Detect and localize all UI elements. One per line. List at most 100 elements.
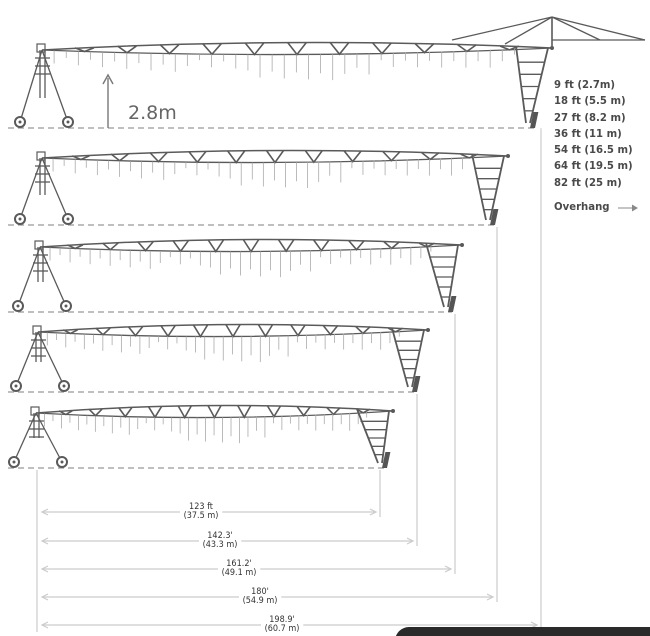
pivot-leg	[17, 246, 41, 307]
overhang-cable	[451, 16, 553, 41]
truss-brace	[329, 42, 350, 56]
pivot-leg	[41, 157, 69, 220]
overhang-label: Overhang	[554, 200, 610, 213]
truss-brace	[265, 150, 285, 164]
truss-brace	[244, 42, 265, 56]
pivot-leg	[19, 157, 43, 220]
end-tower-leg	[356, 408, 379, 464]
truss-brace	[226, 150, 246, 164]
pivot-leg	[19, 49, 43, 123]
truss-brace	[355, 326, 371, 335]
dimension-label: 161.2'(49.1 m)	[217, 559, 260, 578]
pivot-box	[36, 151, 46, 161]
end-tower-leg	[471, 153, 487, 221]
span-end-joint	[460, 243, 464, 247]
dimension-label: 198.9'(60.7 m)	[260, 615, 303, 634]
dimension-ft: 198.9'	[268, 615, 295, 625]
arrow-head-left	[40, 593, 49, 601]
dimension-ft: 123 ft	[189, 502, 213, 512]
dimension-ft: 161.2'	[225, 559, 252, 569]
truss-brace	[460, 153, 479, 159]
wheel-hub	[14, 384, 18, 388]
truss-brace	[387, 327, 404, 333]
dark-overlay-bar	[395, 627, 650, 636]
truss-brace	[296, 406, 311, 417]
dimension-m: (60.7 m)	[264, 624, 299, 634]
pipe-top-chord	[35, 404, 394, 414]
truss-brace	[88, 408, 103, 417]
dimension-m: (43.3 m)	[202, 540, 237, 550]
truss-brace	[304, 150, 324, 164]
arrow-head-right	[486, 593, 495, 601]
pivot-leg	[15, 331, 39, 387]
truss-brace	[127, 326, 144, 337]
dimension-label: 123 ft(37.5 m)	[179, 502, 223, 521]
dimension-m: (49.1 m)	[221, 568, 256, 578]
end-tower-leg	[391, 327, 409, 388]
arrow-head-left	[40, 508, 49, 516]
end-tower-leg	[425, 242, 445, 308]
pivot-leg	[37, 331, 65, 387]
span-option: 54 ft (16.5 m)	[554, 143, 633, 157]
truss-brace	[110, 153, 129, 162]
truss-brace	[287, 42, 307, 56]
dimension-label: 142.3'(43.3 m)	[198, 531, 241, 550]
truss-brace	[67, 244, 84, 250]
truss-brace	[188, 151, 207, 164]
span-option: 9 ft (2.7m)	[554, 78, 616, 91]
span-end-joint	[391, 409, 395, 413]
truss-brace	[382, 151, 401, 162]
truss-brace	[257, 324, 274, 338]
drive-wheel	[382, 452, 391, 468]
dimension-ft: 180'	[250, 587, 269, 597]
truss-brace	[421, 152, 440, 161]
dimension-ft: 142.3'	[206, 531, 233, 541]
truss-brace	[147, 406, 163, 419]
truss-brace	[95, 327, 111, 336]
span-option: 82 ft (25 m)	[554, 175, 622, 189]
drive-wheel	[448, 296, 457, 312]
span-option: 18 ft (5.5 m)	[554, 94, 626, 108]
pipe-top-chord	[41, 149, 509, 159]
overhang-cable	[551, 16, 646, 41]
wheel-hub	[16, 304, 20, 308]
span-end-joint	[506, 154, 510, 158]
wheel-hub	[12, 460, 16, 464]
truss-brace	[117, 45, 137, 54]
pivot-leg	[39, 246, 67, 307]
truss-brace	[326, 407, 341, 416]
span-options-list: 9 ft (2.7m) 18 ft (5.5 m) 27 ft (8.2 m) …	[554, 77, 633, 191]
span-option: 64 ft (19.5 m)	[554, 159, 633, 173]
wheel-hub	[66, 217, 70, 221]
truss-brace	[277, 239, 295, 253]
truss-brace	[102, 242, 119, 251]
arrow-head-right	[444, 565, 453, 573]
truss-brace	[383, 241, 400, 250]
truss-brace	[177, 405, 192, 420]
arrow-right-icon	[631, 204, 638, 212]
dimension-m: (37.5 m)	[183, 511, 219, 521]
arrow-up-icon	[102, 73, 114, 85]
overhang-cable	[504, 16, 553, 45]
pivot-leg	[41, 49, 69, 123]
span-end-joint	[550, 46, 554, 50]
arrow-head-left	[40, 537, 49, 545]
truss-brace	[137, 241, 154, 252]
truss-brace	[356, 408, 371, 414]
dimension-m: (54.9 m)	[242, 596, 277, 606]
truss-brace	[74, 47, 95, 53]
truss-brace	[290, 324, 306, 337]
arrow-head-left	[40, 621, 49, 629]
truss-brace	[207, 405, 222, 420]
height-label: 2.8m	[128, 102, 177, 124]
truss-brace	[159, 44, 180, 55]
wheel-hub	[18, 217, 22, 221]
arrow-head-right	[406, 537, 415, 545]
wheel-hub	[60, 460, 64, 464]
truss-brace	[266, 405, 282, 419]
truss-brace	[237, 405, 252, 419]
overhang-cable	[551, 16, 601, 41]
end-tower-leg	[529, 47, 549, 124]
wheel-hub	[62, 384, 66, 388]
